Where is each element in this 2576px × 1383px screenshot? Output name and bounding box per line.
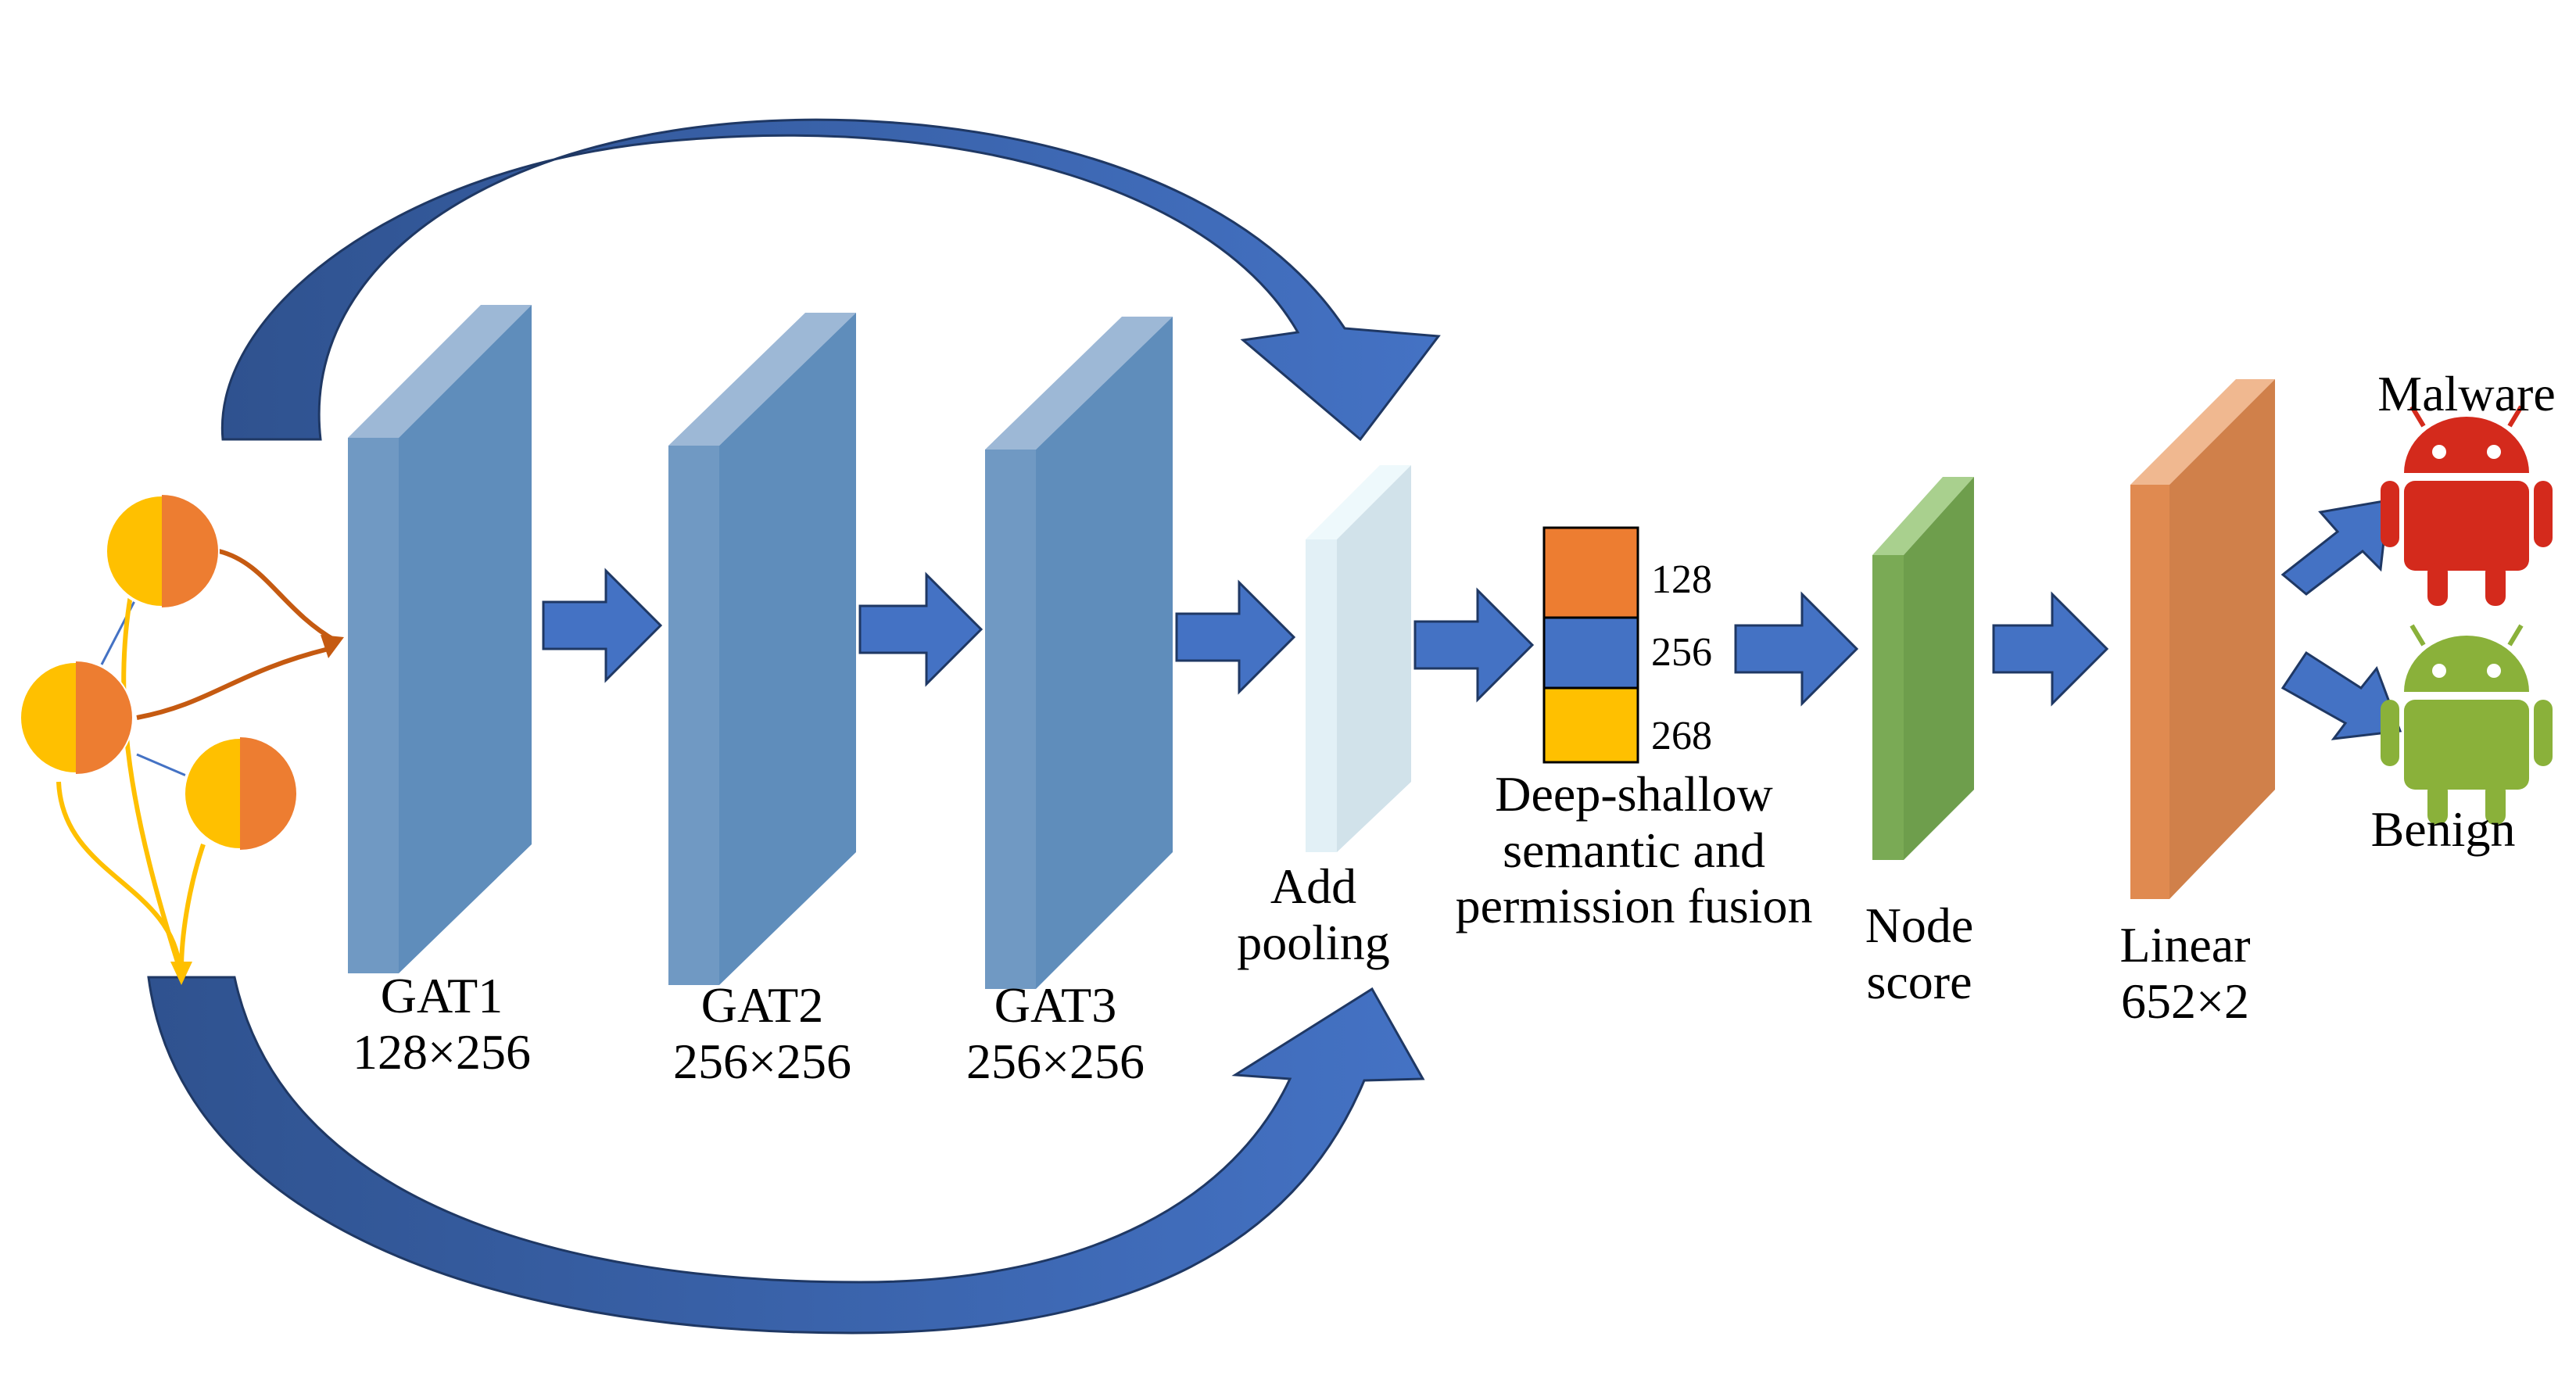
linear-block	[2130, 379, 2275, 899]
gat1-dims: 128×256	[352, 1023, 532, 1080]
arrow-pool-fusion	[1413, 587, 1535, 703]
arrow-fusion-node	[1734, 591, 1859, 707]
graph-node-icon	[182, 736, 298, 851]
fusion-segment-128	[1542, 526, 1639, 619]
linear-dims: 652×2	[2120, 973, 2250, 1029]
fusion-line3: permission fusion	[1455, 878, 1813, 934]
fusion-segment-268	[1542, 686, 1639, 764]
android-robot-icon	[2381, 624, 2553, 825]
fusion-segment-256	[1542, 616, 1639, 690]
fusion-line2: semantic and	[1503, 822, 1765, 878]
gat2-dims: 256×256	[672, 1033, 852, 1089]
arrow-linear-benign	[2280, 650, 2402, 740]
android-robot-icon	[2381, 405, 2553, 606]
malware-label: Malware	[2377, 366, 2556, 421]
node-score-line2: score	[1866, 953, 1972, 1009]
node-score-line1: Node	[1865, 898, 1974, 953]
fusion-256-label: 256	[1651, 630, 1712, 675]
fusion-label: Deep-shallow semantic and permission fus…	[1423, 766, 1845, 934]
arrow-node-linear	[1992, 591, 2109, 707]
gat1-label: GAT1 128×256	[328, 968, 555, 1080]
top-skip-arc-arrow	[220, 118, 1441, 442]
graph-node-icon	[18, 660, 134, 776]
fusion-268-label: 268	[1651, 714, 1712, 758]
linear-name: Linear	[2119, 917, 2251, 973]
input-graph	[18, 493, 344, 985]
arrow-gat3-pool	[1175, 579, 1296, 695]
arrow-gat1-gat2	[542, 568, 663, 683]
fusion-vector	[1542, 526, 1639, 764]
node-score-block	[1872, 477, 1974, 860]
gat3-block	[985, 317, 1173, 989]
gat2-name: GAT2	[700, 977, 824, 1033]
linear-label: Linear 652×2	[2080, 917, 2291, 1029]
benign-label: Benign	[2370, 801, 2516, 857]
arrow-linear-malware	[2280, 499, 2390, 596]
bottom-skip-arc-arrow	[147, 976, 1425, 1335]
add-pooling-block	[1306, 465, 1411, 852]
fusion-128-label: 128	[1651, 557, 1712, 602]
arrow-gat2-gat3	[858, 571, 983, 687]
add-pooling-label: Add pooling	[1220, 858, 1407, 970]
gat1-name: GAT1	[380, 968, 503, 1023]
fusion-line1: Deep-shallow	[1495, 766, 1773, 822]
gat1-block	[348, 305, 532, 973]
gat2-label: GAT2 256×256	[649, 977, 876, 1089]
flow-arrows	[542, 499, 2402, 740]
add-pooling-line2: pooling	[1237, 914, 1390, 970]
gat3-label: GAT3 256×256	[942, 977, 1169, 1089]
gat3-dims: 256×256	[966, 1033, 1145, 1089]
node-score-label: Node score	[1829, 898, 2009, 1009]
add-pooling-line1: Add	[1270, 858, 1357, 914]
graph-node-icon	[104, 493, 220, 609]
gat3-name: GAT3	[994, 977, 1117, 1033]
gat2-block	[668, 313, 856, 985]
